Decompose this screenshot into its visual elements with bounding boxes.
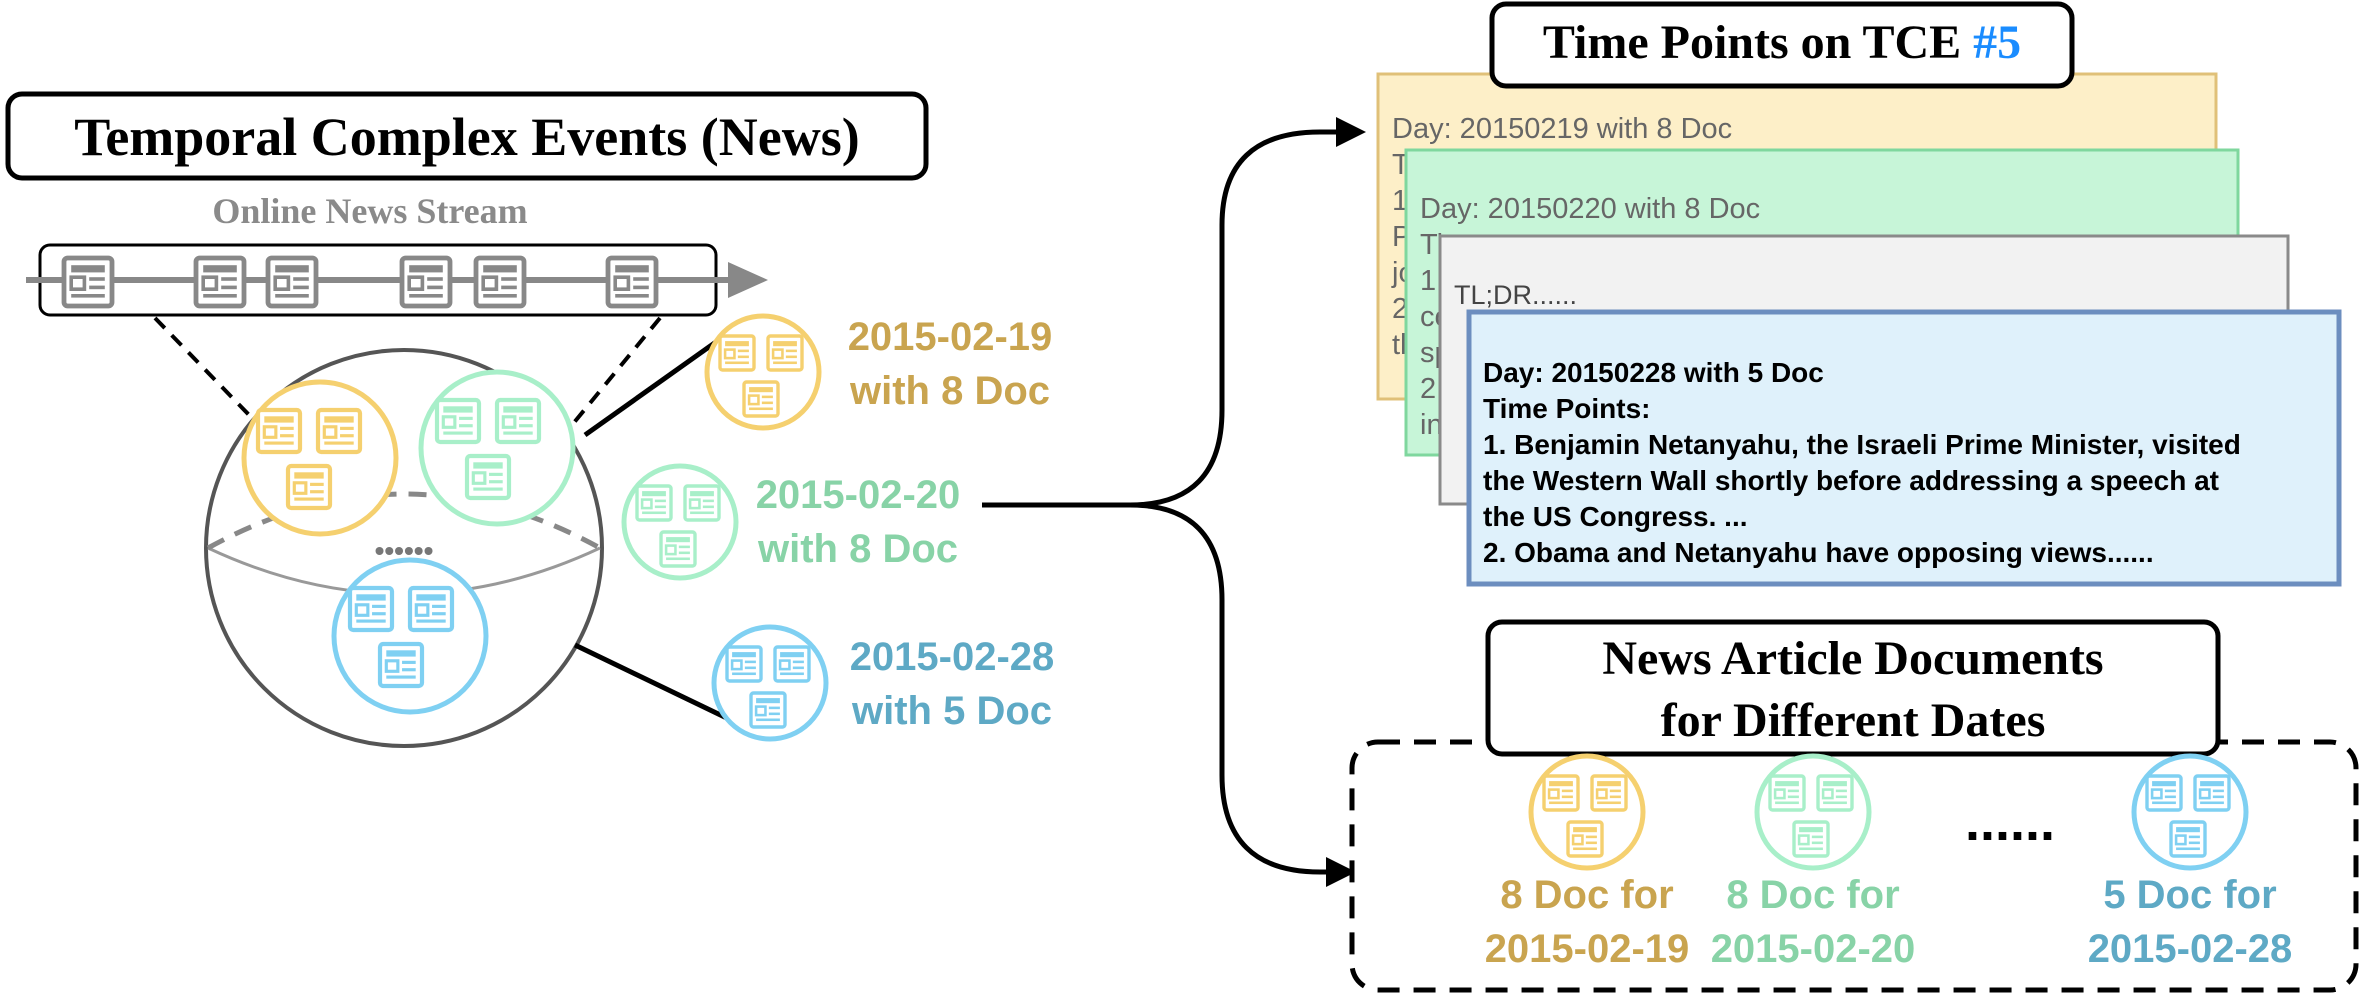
card-line: the Western Wall shortly before addressi… <box>1483 465 2219 496</box>
time-points-title-box: Time Points on TCE #5 <box>1489 1 2075 89</box>
newspaper-icon <box>410 588 452 630</box>
title-left: Temporal Complex Events (News) <box>74 107 859 167</box>
doc-group-1-line2: 2015-02-19 <box>1485 927 1690 971</box>
card-line: the US Congress. ... <box>1483 501 1748 532</box>
card-line: 2. Obama and Netanyahu have opposing vie… <box>1483 537 2154 568</box>
doc-group-2: 8 Doc for 2015-02-20 <box>1711 753 1916 971</box>
newspaper-icon <box>635 484 673 522</box>
documents-title-box: News Article Documents for Different Dat… <box>1485 619 2221 757</box>
doc-group-3: 5 Doc for 2015-02-28 <box>2088 753 2293 971</box>
newspaper-icon <box>749 691 787 729</box>
card-line: Time Points: <box>1483 393 1651 424</box>
cluster-label-3: 2015-02-28 with 5 Doc <box>711 624 1055 742</box>
newspaper-icon <box>1792 820 1830 858</box>
cluster-label-1: 2015-02-19 with 8 Doc <box>704 313 1053 431</box>
sphere-cluster-2 <box>418 369 576 527</box>
sphere-cluster-1 <box>241 379 399 537</box>
newspaper-icon <box>742 380 780 418</box>
newspaper-icon <box>402 258 450 306</box>
card-line: 1 <box>1420 265 1436 297</box>
stream-label: Online News Stream <box>212 191 527 231</box>
title-left-box: Temporal Complex Events (News) <box>5 91 929 181</box>
cluster-date-1: 2015-02-19 <box>848 315 1053 359</box>
newspaper-icon <box>350 588 392 630</box>
newspaper-icon <box>64 258 112 306</box>
cluster-label-2: 2015-02-20 with 8 Doc <box>621 463 961 581</box>
newspaper-icon <box>2169 820 2207 858</box>
newspaper-icon <box>268 258 316 306</box>
newspaper-icon <box>1768 774 1806 812</box>
newspaper-icon <box>467 456 509 498</box>
card-background <box>1466 309 2342 587</box>
newspaper-icon <box>437 400 479 442</box>
news-stream <box>26 243 768 317</box>
doc-group-3-line2: 2015-02-28 <box>2088 927 2293 971</box>
newspaper-icon <box>380 644 422 686</box>
card-line: Day: 20150219 with 8 Doc <box>1392 113 1732 145</box>
doc-group-1: 8 Doc for 2015-02-19 <box>1485 753 1690 971</box>
newspaper-icon <box>258 410 300 452</box>
time-points-title: Time Points on TCE #5 <box>1543 16 2021 69</box>
newspaper-icon <box>718 334 756 372</box>
docs-ellipsis: ...... <box>1965 792 2055 852</box>
documents-title-line1: News Article Documents <box>1602 632 2103 685</box>
documents-title-line2: for Different Dates <box>1661 694 2046 747</box>
cluster-docs-2: with 8 Doc <box>757 527 958 571</box>
card-line: 1. Benjamin Netanyahu, the Israeli Prime… <box>1483 429 2241 460</box>
time-points-title-highlight: #5 <box>1973 16 2021 69</box>
event-sphere: •••••• <box>204 348 604 748</box>
newspaper-icon <box>1542 774 1580 812</box>
card-line: in <box>1420 409 1443 441</box>
newspaper-icon <box>196 258 244 306</box>
cluster-docs-1: with 8 Doc <box>849 369 1050 413</box>
newspaper-icon <box>1816 774 1854 812</box>
newspaper-icon <box>476 258 524 306</box>
newspaper-icon <box>497 400 539 442</box>
time-points-title-prefix: Time Points on TCE <box>1543 16 1973 69</box>
newspaper-icon <box>725 645 763 683</box>
cluster-date-2: 2015-02-20 <box>756 473 961 517</box>
arrow-right-icon <box>728 262 768 298</box>
newspaper-icon <box>766 334 804 372</box>
newspaper-icon <box>1590 774 1628 812</box>
doc-group-1-line1: 8 Doc for <box>1500 873 1673 917</box>
doc-group-2-line2: 2015-02-20 <box>1711 927 1916 971</box>
newspaper-icon <box>683 484 721 522</box>
card-line: Day: 20150220 with 8 Doc <box>1420 193 1760 225</box>
newspaper-icon <box>659 530 697 568</box>
newspaper-icon <box>1566 820 1604 858</box>
newspaper-icon <box>288 466 330 508</box>
doc-group-2-line1: 8 Doc for <box>1726 873 1899 917</box>
card-line: Ti <box>1420 229 1443 261</box>
newspaper-icon <box>608 258 656 306</box>
doc-group-3-line1: 5 Doc for <box>2103 873 2276 917</box>
newspaper-icon <box>2193 774 2231 812</box>
time-point-cards: Day: 20150219 with 8 DocTi1.Prjo2.thDay:… <box>1376 72 2342 587</box>
newspaper-icon <box>773 645 811 683</box>
cluster-docs-3: with 5 Doc <box>851 689 1052 733</box>
sphere-cluster-3 <box>331 557 489 715</box>
newspaper-icon <box>2145 774 2183 812</box>
card-line: TL;DR...... <box>1454 280 1577 310</box>
newspaper-icon <box>318 410 360 452</box>
cluster-date-3: 2015-02-28 <box>850 635 1055 679</box>
card-line: Day: 20150228 with 5 Doc <box>1483 357 1824 388</box>
